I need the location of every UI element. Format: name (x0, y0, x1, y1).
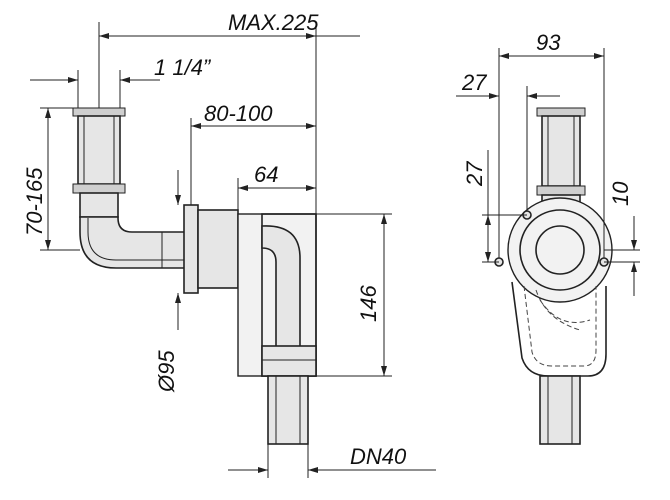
dim-height-range: 70-165 (22, 167, 47, 236)
inlet-nut-ring (72, 183, 126, 194)
outlet-pipe (267, 375, 309, 445)
side-view: 93 27 27 10 (456, 30, 640, 445)
dim-body-height: 146 (356, 285, 381, 322)
dim-side-drop: 27 (462, 161, 487, 187)
dim-outlet-size: DN40 (350, 444, 407, 469)
dim-side-small: 10 (608, 181, 633, 206)
dim-outlet-offset: 64 (254, 162, 278, 187)
dim-side-offset: 27 (461, 70, 487, 95)
dim-side-width: 93 (536, 30, 561, 55)
inlet-pipe (72, 107, 126, 218)
dim-max-width: MAX.225 (228, 10, 319, 35)
dim-pipe-size: 1 1/4” (154, 55, 212, 80)
front-view: MAX.225 1 1/4” 80-100 64 70-165 146 Ø95 (22, 10, 436, 478)
siphon-body (237, 213, 317, 377)
inlet-top-ring (72, 107, 126, 117)
dim-flange-diameter: Ø95 (154, 350, 179, 393)
dim-wall-offset: 80-100 (204, 101, 273, 126)
